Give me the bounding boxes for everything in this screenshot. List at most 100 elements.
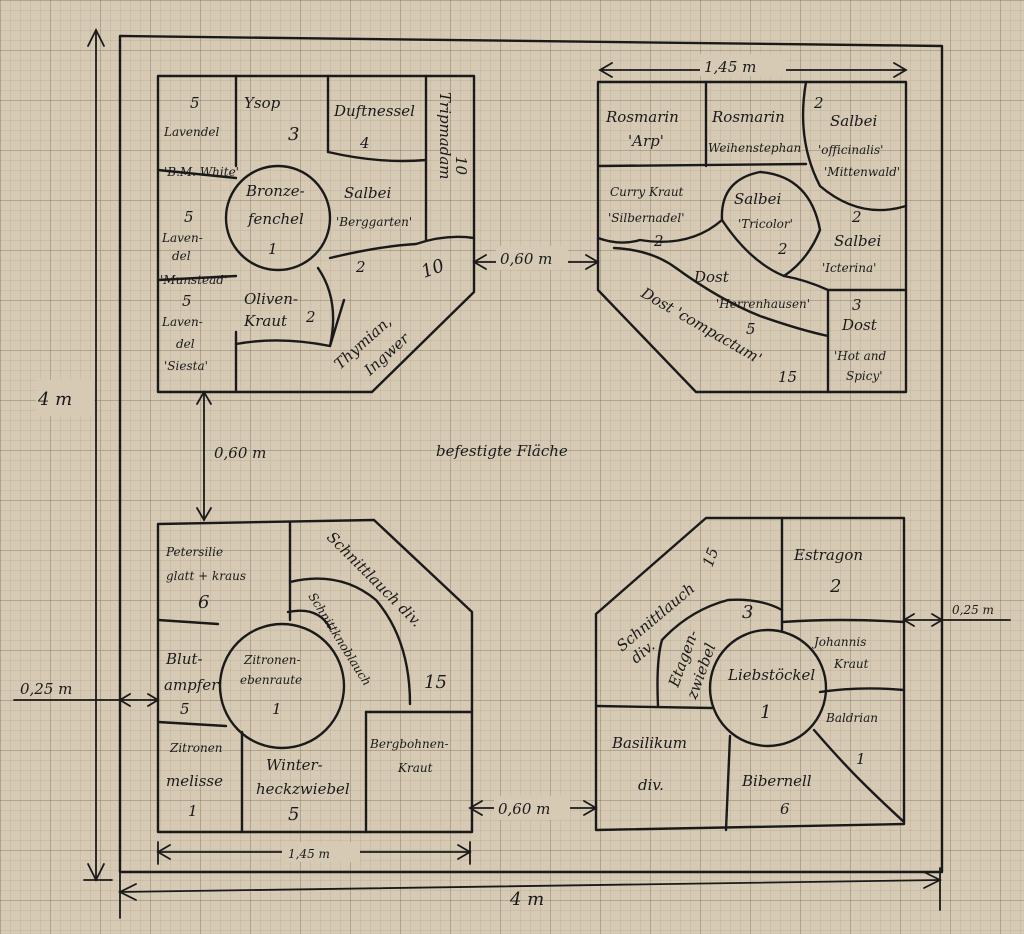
dimension-bed-top: 1,45 m <box>598 54 908 78</box>
label-top-right-salbei3-name: Salbei <box>834 232 881 250</box>
label-top-left-lav1-num: 5 <box>190 94 200 112</box>
height-label: 4 m <box>37 389 72 410</box>
label-bottom-left-melisse-l2: melisse <box>166 772 223 790</box>
label-top-left-lav3-l2: del <box>176 337 195 351</box>
label-bottom-right-bibernell-num: 6 <box>780 800 790 818</box>
label-top-right-dost1-name: Dost <box>693 268 730 286</box>
label-top-left-lav3-num: 5 <box>182 292 192 310</box>
label-bottom-left-winter-num: 5 <box>288 804 299 825</box>
label-bottom-left-schnitt-line: Schnittlauch div. <box>323 528 425 630</box>
label-top-left-lav1-name: Lavendel <box>163 125 220 139</box>
label-bottom-left-blut-l2: ampfer <box>164 676 219 694</box>
label-top-right-ros1-name: Rosmarin <box>605 108 679 126</box>
label-bottom-left-schnitt-num: 15 <box>424 672 447 693</box>
label-bottom-left-pet-num: 6 <box>198 592 209 613</box>
label-top-right-curry-var: 'Silbernadel' <box>608 211 685 225</box>
dimension-bed-bottom: 1,45 m <box>156 841 472 865</box>
label-bottom-right-basil-name: Basilikum <box>611 734 687 752</box>
margin-right-label: 0,25 m <box>952 603 994 617</box>
label-bottom-left-winter-l1: Winter- <box>266 756 323 774</box>
label-bottom-left-zitr-num: 1 <box>272 700 282 718</box>
label-bottom-left-melisse-l1: Zitronen <box>169 741 223 755</box>
bed-bottom-left: Petersilie glatt + kraus 6 Schnittlauch … <box>156 518 474 834</box>
label-top-left-lav3-var: 'Siesta' <box>164 359 208 373</box>
label-bottom-left-winter-l2: heckzwiebel <box>256 780 350 798</box>
label-top-right-dost3-var1: 'Hot and <box>834 349 887 363</box>
label-bottom-left-bergb-l2: Kraut <box>397 761 433 775</box>
label-bottom-right-bibernell-name: Bibernell <box>741 772 812 790</box>
dimension-margin-right: 0,25 m <box>902 603 1011 627</box>
label-top-right-salbei3-var: 'Icterina' <box>822 261 876 275</box>
label-bottom-right-lieb-name: Liebstöckel <box>727 666 815 684</box>
label-top-left-ysop-name: Ysop <box>244 94 281 112</box>
label-top-right-ros2-var: Weihenstephan <box>708 141 801 155</box>
label-top-right-dost3-var2: Spicy' <box>846 369 883 383</box>
label-bottom-left-pet-name: Petersilie <box>165 545 223 559</box>
label-top-left-fenchel-l1: Bronze- <box>245 182 305 200</box>
gap-left-label: 0,60 m <box>214 444 266 462</box>
label-top-right-curry-name: Curry Kraut <box>610 185 684 199</box>
label-top-right-ros1-var: 'Arp' <box>628 132 664 150</box>
bed-bottom-right: Schnittlauch 15 div. Estragon 2 Etagen- … <box>594 516 906 832</box>
label-top-left-tripmadam-name: Tripmadam <box>436 92 454 180</box>
dimension-width: 4 m <box>117 867 943 919</box>
label-top-right-dost3-num: 3 <box>852 296 862 314</box>
bed-top-left: 5 Lavendel 'B.M. White' Ysop 3 Duftnesse… <box>156 74 476 394</box>
label-top-left-lav2-l2: del <box>172 249 191 263</box>
label-top-left-fenchel-num: 1 <box>268 240 278 258</box>
label-top-right-dost1-num: 5 <box>746 320 756 338</box>
gap-bottom-label: 0,60 m <box>498 800 550 818</box>
label-top-right-salbei1-var2: 'Mittenwald' <box>824 165 900 179</box>
label-top-right-dost3-name: Dost <box>841 316 878 334</box>
label-bottom-left-schnittknob: Schnittknoblauch <box>305 590 374 688</box>
label-top-left-salbei-var: 'Berggarten' <box>336 215 412 229</box>
gap-top-label: 0,60 m <box>500 250 552 268</box>
label-top-right-salbei1-num: 2 <box>813 94 824 112</box>
label-top-right-salbei3-num: 2 <box>851 208 862 226</box>
label-bottom-right-lieb-num: 1 <box>760 702 771 723</box>
margin-left-label: 0,25 m <box>20 680 72 698</box>
label-bottom-left-zitr-l1: Zitronen- <box>243 653 301 667</box>
dimension-gap-left: 0,60 m <box>196 390 266 522</box>
dimension-gap-bottom: 0,60 m <box>468 796 598 820</box>
label-top-right-ros2-name: Rosmarin <box>711 108 785 126</box>
label-top-left-thymian-num: 10 <box>419 255 448 283</box>
label-top-right-salbei2-name: Salbei <box>734 190 781 208</box>
label-top-left-tripmadam-num: 10 <box>452 156 470 176</box>
label-bottom-right-schnitt-num: 15 <box>699 545 722 569</box>
label-top-left-oliven-l2: Kraut <box>243 312 288 330</box>
label-top-left-lav2-l1: Laven- <box>161 231 203 245</box>
label-top-right-dost1-var: 'Herrenhausen' <box>716 297 810 311</box>
label-bottom-right-baldrian-name: Baldrian <box>825 711 878 725</box>
label-top-left-salbei-name: Salbei <box>344 184 391 202</box>
dimension-gap-top: 0,60 m <box>472 246 600 270</box>
label-top-left-lav3-l1: Laven- <box>161 315 203 329</box>
label-top-left-fenchel-l2: fenchel <box>247 210 304 228</box>
label-top-right-curry-num: 2 <box>653 232 664 250</box>
label-top-left-lav2-num: 5 <box>184 208 194 226</box>
label-top-left-ysop-num: 3 <box>288 124 299 145</box>
label-top-left-lav2-var: 'Munstead' <box>160 273 227 287</box>
label-top-right-salbei2-num: 2 <box>777 240 788 258</box>
label-bottom-left-blut-num: 5 <box>180 700 190 718</box>
bed-width-top-label: 1,45 m <box>704 58 756 76</box>
label-top-left-salbei-num: 2 <box>355 258 366 276</box>
label-top-left-oliven-l1: Oliven- <box>244 290 298 308</box>
label-bottom-right-johannis-l1: Johannis <box>811 635 866 649</box>
label-top-left-lav1-var: 'B.M. White' <box>164 165 239 179</box>
bed-top-right: Rosmarin 'Arp' Rosmarin Weihenstephan 2 … <box>596 80 908 394</box>
width-label: 4 m <box>509 889 544 910</box>
label-bottom-left-blut-l1: Blut- <box>165 650 203 668</box>
label-bottom-right-estragon-name: Estragon <box>793 546 863 564</box>
label-bottom-left-melisse-num: 1 <box>188 802 198 820</box>
dimension-height: 4 m <box>36 27 113 883</box>
label-top-left-duft-num: 4 <box>359 134 370 152</box>
label-bottom-left-pet-var: glatt + kraus <box>166 569 246 583</box>
label-bottom-left-bergb-l1: Bergbohnen- <box>369 737 449 751</box>
center-area-label: befestigte Fläche <box>436 442 568 460</box>
label-bottom-right-etagen-num: 3 <box>742 602 753 623</box>
label-bottom-right-baldrian-num: 1 <box>856 750 866 768</box>
bed-width-bottom-label: 1,45 m <box>288 847 330 861</box>
